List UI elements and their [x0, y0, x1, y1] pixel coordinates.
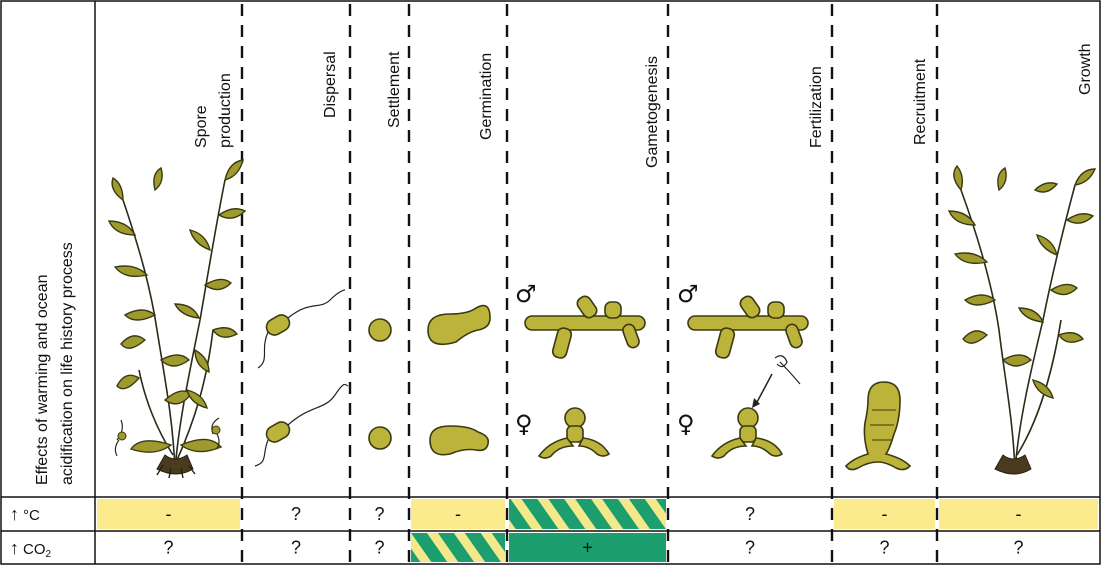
stage-label-growth: Growth [1077, 43, 1094, 95]
effects-table-values: -?? -? - -??? +??? [163, 504, 1023, 558]
male-gametophyte [524, 295, 646, 359]
effect-cell-value: ? [291, 538, 301, 558]
effect-cell-value: ? [879, 538, 889, 558]
stage-dividers [240, 4, 939, 564]
side-title-line2: acidification on life history process [59, 242, 76, 485]
gametophytes-fertilization [687, 295, 809, 459]
adult-kelp-illustration [107, 159, 247, 479]
stage-label-dispersal: Dispersal [322, 51, 339, 118]
effect-cell-fill [939, 499, 1098, 529]
stage-label-settlement: Settlement [386, 51, 403, 128]
effect-cell-value: - [455, 504, 461, 524]
adult-kelp-growth-illustration [947, 164, 1097, 475]
effect-cell-value: - [166, 504, 172, 524]
stage-label-fertilization: Fertilization [808, 66, 825, 148]
effect-cell-value: - [882, 504, 888, 524]
effect-cell-value: ? [374, 538, 384, 558]
co2-row-label: ↑CO2 [10, 538, 52, 560]
effect-cell-value: ? [745, 504, 755, 524]
effect-cell-fill [509, 499, 666, 529]
effect-cell-fill [411, 533, 505, 562]
effect-cell-value: ? [291, 504, 301, 524]
germinating-spores [427, 304, 491, 456]
effect-cell-value: ? [374, 504, 384, 524]
side-title-line1: Effects of warming and ocean [34, 275, 51, 486]
female-gametophyte [710, 407, 784, 459]
effect-cell-value: - [1016, 504, 1022, 524]
male-gametophyte [687, 295, 809, 359]
stage-label-spore-line2: production [217, 73, 234, 148]
stage-headers: Spore production Dispersal Settlement Ge… [193, 43, 1094, 168]
warming-row-label: ↑°C [10, 504, 40, 524]
stage-label-germination: Germination [478, 53, 495, 140]
female-symbol: ♀ [677, 410, 695, 438]
effect-cell-value: + [582, 538, 593, 558]
fertilization-arrow [755, 373, 773, 405]
row-labels: ↑°C ↑CO2 [10, 504, 52, 560]
stage-label-spore-line1: Spore [193, 105, 210, 148]
effect-cell-fill [411, 499, 505, 529]
stage-label-recruitment: Recruitment [912, 58, 929, 145]
effect-cell-value: ? [1013, 538, 1023, 558]
gametophytes-gametogenesis [524, 295, 646, 459]
female-gametophyte [537, 407, 611, 459]
settled-spores [368, 318, 392, 450]
male-symbol: ♂ [677, 280, 699, 308]
sperm [774, 355, 801, 385]
male-symbol: ♂ [515, 280, 537, 308]
arrowhead [752, 398, 760, 408]
female-symbol: ♀ [515, 410, 533, 438]
stage-label-gametogenesis: Gametogenesis [644, 56, 661, 168]
sex-symbols: ♂ ♀ ♂ ♀ [515, 280, 699, 438]
recruit-sporophyte [844, 381, 912, 471]
side-title: Effects of warming and ocean acidificati… [34, 242, 76, 485]
effects-table-fills [97, 499, 1098, 562]
effect-cell-fill [834, 499, 935, 529]
effect-cell-fill [97, 499, 240, 529]
dispersal-spores [254, 289, 349, 467]
effect-cell-value: ? [163, 538, 173, 558]
effect-cell-fill [509, 533, 666, 562]
effect-cell-value: ? [745, 538, 755, 558]
